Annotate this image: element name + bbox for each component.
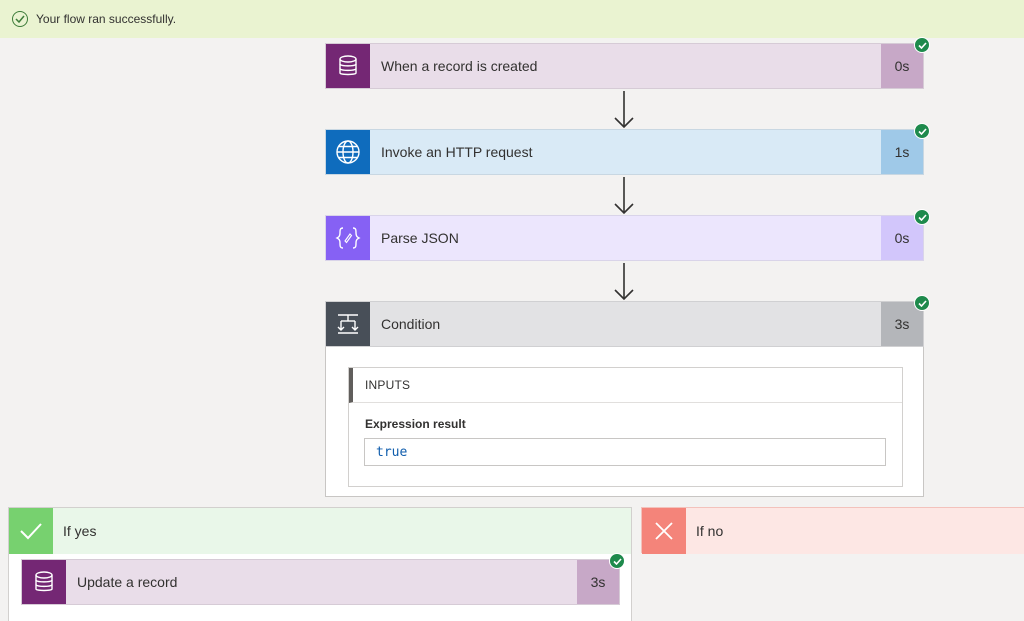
if-yes-label: If yes [63, 523, 97, 539]
if-no-label: If no [696, 523, 724, 539]
if-yes-header[interactable]: If yes [9, 508, 631, 554]
step-when-record-created[interactable]: When a record is created 0s [325, 43, 924, 89]
step-duration: 1s [881, 130, 923, 174]
condition-details-panel: INPUTS Expression result true [325, 347, 924, 497]
step-label: When a record is created [381, 58, 538, 74]
flow-arrow-icon [614, 91, 634, 129]
step-parse-json[interactable]: Parse JSON 0s [325, 215, 924, 261]
step-duration: 0s [881, 44, 923, 88]
step-update-record[interactable]: Update a record 3s [21, 559, 620, 605]
success-check-icon [914, 209, 930, 225]
success-banner: Your flow ran successfully. [0, 0, 1024, 38]
condition-icon [326, 302, 370, 346]
step-duration: 3s [881, 302, 923, 346]
inputs-heading[interactable]: INPUTS [349, 368, 902, 403]
inputs-section: INPUTS Expression result true [348, 367, 903, 487]
step-label: Update a record [77, 574, 178, 590]
success-check-icon [914, 295, 930, 311]
if-no-header[interactable]: If no [642, 508, 1024, 554]
step-duration: 0s [881, 216, 923, 260]
database-icon [326, 44, 370, 88]
flow-arrow-icon [614, 177, 634, 215]
step-invoke-http-request[interactable]: Invoke an HTTP request 1s [325, 129, 924, 175]
checkmark-icon [9, 508, 53, 554]
success-check-circle-icon [12, 11, 28, 27]
step-label: Parse JSON [381, 230, 459, 246]
database-icon [22, 560, 66, 604]
success-check-icon [914, 123, 930, 139]
flow-arrow-icon [614, 263, 634, 301]
step-condition[interactable]: Condition 3s [325, 301, 924, 347]
expression-result-label: Expression result [365, 417, 466, 431]
step-label: Invoke an HTTP request [381, 144, 533, 160]
expression-result-value: true [364, 438, 886, 466]
success-check-icon [609, 553, 625, 569]
success-check-icon [914, 37, 930, 53]
banner-message: Your flow ran successfully. [36, 12, 177, 26]
globe-icon [326, 130, 370, 174]
step-label: Condition [381, 316, 441, 332]
close-icon [642, 508, 686, 554]
json-braces-icon [326, 216, 370, 260]
